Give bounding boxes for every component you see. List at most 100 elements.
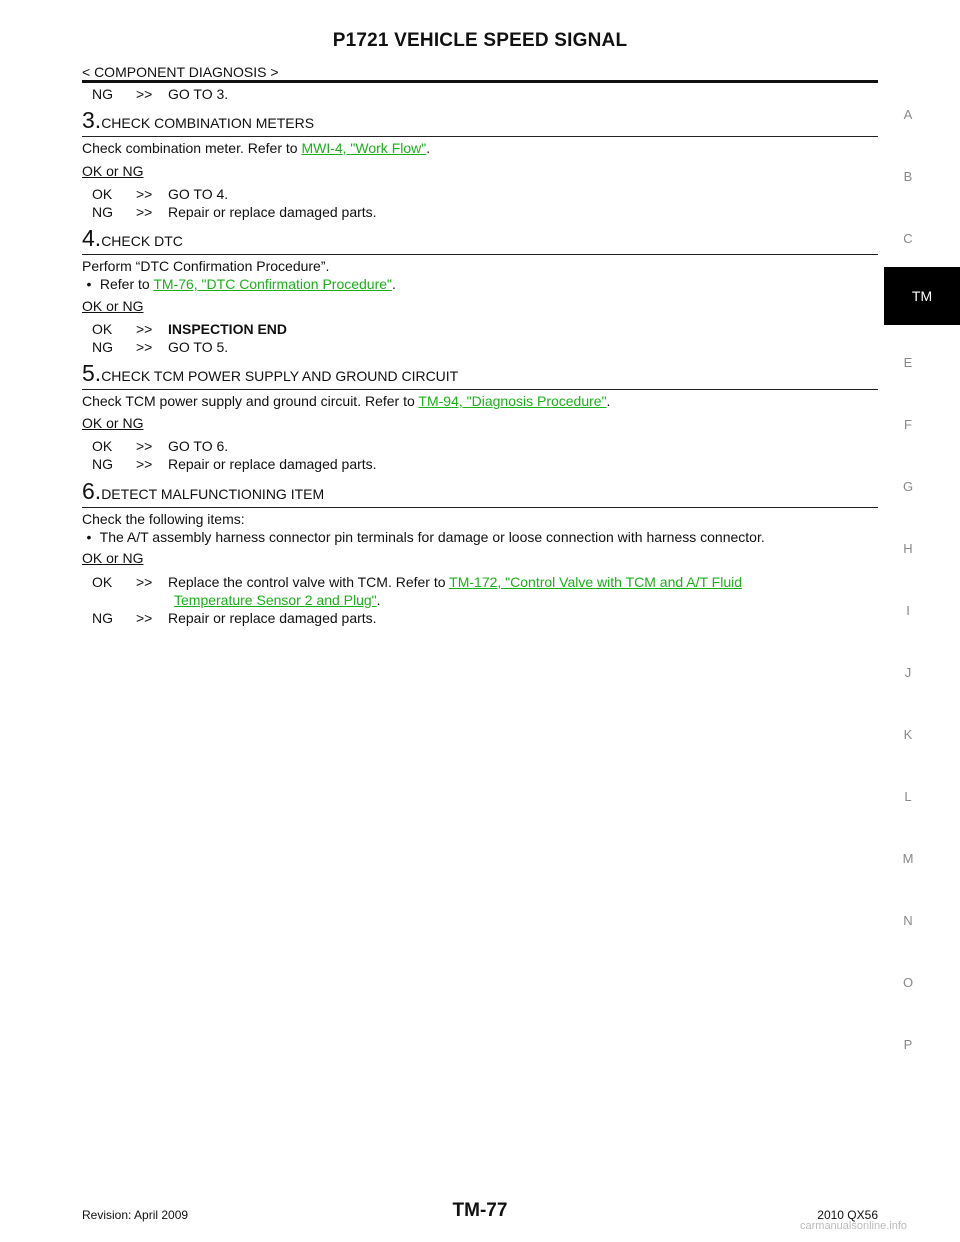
- step-number: 4.: [82, 225, 102, 251]
- step-4-body: Perform “DTC Confirmation Procedure”.: [82, 258, 330, 274]
- step-3-divider: [82, 136, 878, 137]
- index-letter-p[interactable]: P: [903, 1037, 913, 1052]
- result-arrow: >>: [136, 574, 153, 590]
- step-6-divider: [82, 507, 878, 508]
- ok-or-ng-label: OK or NG: [82, 415, 144, 431]
- result-text: Repair or replace damaged parts.: [168, 204, 377, 220]
- result-label: NG: [92, 610, 113, 626]
- ref-link-tm-172-cont[interactable]: Temperature Sensor 2 and Plug": [174, 592, 377, 608]
- index-letter-n[interactable]: N: [903, 913, 913, 928]
- step-title: CHECK DTC: [101, 233, 183, 249]
- step-3-ng: NG >> Repair or replace damaged parts.: [92, 204, 377, 220]
- step-5-ok: OK >> GO TO 6.: [92, 438, 228, 454]
- result-arrow: >>: [136, 204, 153, 220]
- result-arrow: >>: [136, 438, 153, 454]
- result-label: OK: [92, 438, 113, 454]
- header-divider: [82, 80, 878, 83]
- index-letter-b[interactable]: B: [903, 169, 913, 184]
- bullet-mark: •: [86, 529, 92, 545]
- ref-link-mwi-4[interactable]: MWI-4, "Work Flow": [301, 140, 427, 156]
- body-suffix: .: [392, 276, 396, 292]
- step-4-divider: [82, 254, 878, 255]
- step-5-body: Check TCM power supply and ground circui…: [82, 393, 610, 409]
- step-6-bullet: • The A/T assembly harness connector pin…: [82, 529, 765, 545]
- step-5-ng: NG >> Repair or replace damaged parts.: [92, 456, 377, 472]
- step-6-ok: OK >> Replace the control valve with TCM. …: [92, 574, 742, 590]
- body-text: The A/T assembly harness connector pin t…: [99, 529, 765, 545]
- step-4-bullet: • Refer to TM-76, "DTC Confirmation Proc…: [82, 276, 396, 292]
- step-number: 5.: [82, 360, 102, 386]
- step-4-heading: 4.CHECK DTC: [82, 225, 183, 252]
- step-number: 6.: [82, 478, 102, 504]
- index-letter-k[interactable]: K: [903, 727, 913, 742]
- result-text: Repair or replace damaged parts.: [168, 456, 377, 472]
- step-title: DETECT MALFUNCTIONING ITEM: [101, 486, 325, 502]
- step-6-body: Check the following items:: [82, 511, 245, 527]
- footer-model: 2010 QX56: [817, 1208, 878, 1222]
- index-letter-a[interactable]: A: [903, 107, 913, 122]
- result-label: NG: [92, 456, 113, 472]
- footer-page-number: TM-77: [452, 1200, 508, 1221]
- index-letter-i[interactable]: I: [906, 603, 910, 618]
- index-tab-tm-active[interactable]: TM: [884, 267, 960, 325]
- step-3-body: Check combination meter. Refer to MWI-4,…: [82, 140, 430, 156]
- result-label: NG: [92, 204, 113, 220]
- body-text: Refer to: [99, 276, 154, 292]
- step-title: CHECK TCM POWER SUPPLY AND GROUND CIRCUI…: [101, 368, 459, 384]
- index-letter-f[interactable]: F: [904, 417, 912, 432]
- step-6-ng: NG >> Repair or replace damaged parts.: [92, 610, 377, 626]
- bullet-mark: •: [86, 276, 92, 292]
- result-text: GO TO 5.: [168, 339, 229, 355]
- step-3-ok: OK>>GO TO 4.: [92, 186, 228, 202]
- step-4-ok: OK >> INSPECTION END: [92, 321, 287, 337]
- index-letter-j[interactable]: J: [904, 665, 912, 680]
- body-suffix: .: [606, 393, 611, 409]
- result-arrow: >>: [136, 339, 153, 355]
- ok-or-ng-label: OK or NG: [82, 550, 144, 566]
- ref-link-tm-76[interactable]: TM-76, "DTC Confirmation Procedure": [153, 276, 393, 292]
- index-letter-g[interactable]: G: [902, 479, 914, 494]
- body-suffix: .: [376, 592, 381, 608]
- body-text: Check combination meter. Refer to: [82, 140, 302, 156]
- index-letter-o[interactable]: O: [902, 975, 914, 990]
- step-number: 3.: [82, 107, 102, 133]
- body-suffix: .: [426, 140, 431, 156]
- result-label: NG: [92, 86, 113, 102]
- index-letter-h[interactable]: H: [903, 541, 913, 556]
- result-arrow: >>: [136, 321, 153, 337]
- result-text: GO TO 3.: [168, 86, 229, 102]
- result-text: INSPECTION END: [168, 321, 288, 337]
- result-arrow: >>: [136, 456, 153, 472]
- result-text: Replace the control valve with TCM. Refe…: [168, 574, 450, 590]
- page-title: P1721 VEHICLE SPEED SIGNAL: [332, 30, 628, 51]
- result-label: OK: [92, 574, 113, 590]
- result-text: GO TO 6.: [168, 438, 229, 454]
- index-letter-c[interactable]: C: [903, 231, 913, 246]
- index-letter-e[interactable]: E: [903, 355, 913, 370]
- step-4-ng: NG >> GO TO 5.: [92, 339, 228, 355]
- index-letter-m[interactable]: M: [902, 851, 914, 866]
- ref-link-tm-94[interactable]: TM-94, "Diagnosis Procedure": [418, 393, 607, 409]
- ok-or-ng-label: OK or NG: [82, 298, 144, 314]
- step-5-divider: [82, 389, 878, 390]
- step-6-heading: 6.DETECT MALFUNCTIONING ITEM: [82, 478, 324, 505]
- ref-link-tm-172[interactable]: TM-172, "Control Valve with TCM and A/T …: [449, 574, 743, 590]
- step-title: CHECK COMBINATION METERS: [101, 115, 315, 131]
- top-result: NG >> GO TO 3.: [92, 86, 228, 102]
- step-6-ok-cont: Temperature Sensor 2 and Plug".: [174, 592, 381, 608]
- step-5-heading: 5.CHECK TCM POWER SUPPLY AND GROUND CIRC…: [82, 360, 458, 387]
- footer-revision: Revision: April 2009: [82, 1208, 189, 1222]
- index-letter-l[interactable]: L: [904, 789, 912, 804]
- result-arrow: >>: [136, 186, 153, 202]
- body-text: Check TCM power supply and ground circui…: [82, 393, 419, 409]
- result-label: NG: [92, 339, 113, 355]
- result-arrow: >>: [136, 610, 153, 626]
- ok-or-ng-label: OK or NG: [82, 163, 144, 179]
- result-label: OK: [92, 321, 113, 337]
- breadcrumb: < COMPONENT DIAGNOSIS >: [82, 64, 279, 80]
- result-arrow: >>: [136, 86, 153, 102]
- watermark-text: carmanualsonline.info: [800, 1220, 908, 1232]
- result-text: GO TO 4.: [168, 186, 229, 202]
- result-text: Repair or replace damaged parts.: [168, 610, 377, 626]
- step-3-heading: 3.CHECK COMBINATION METERS: [82, 107, 314, 134]
